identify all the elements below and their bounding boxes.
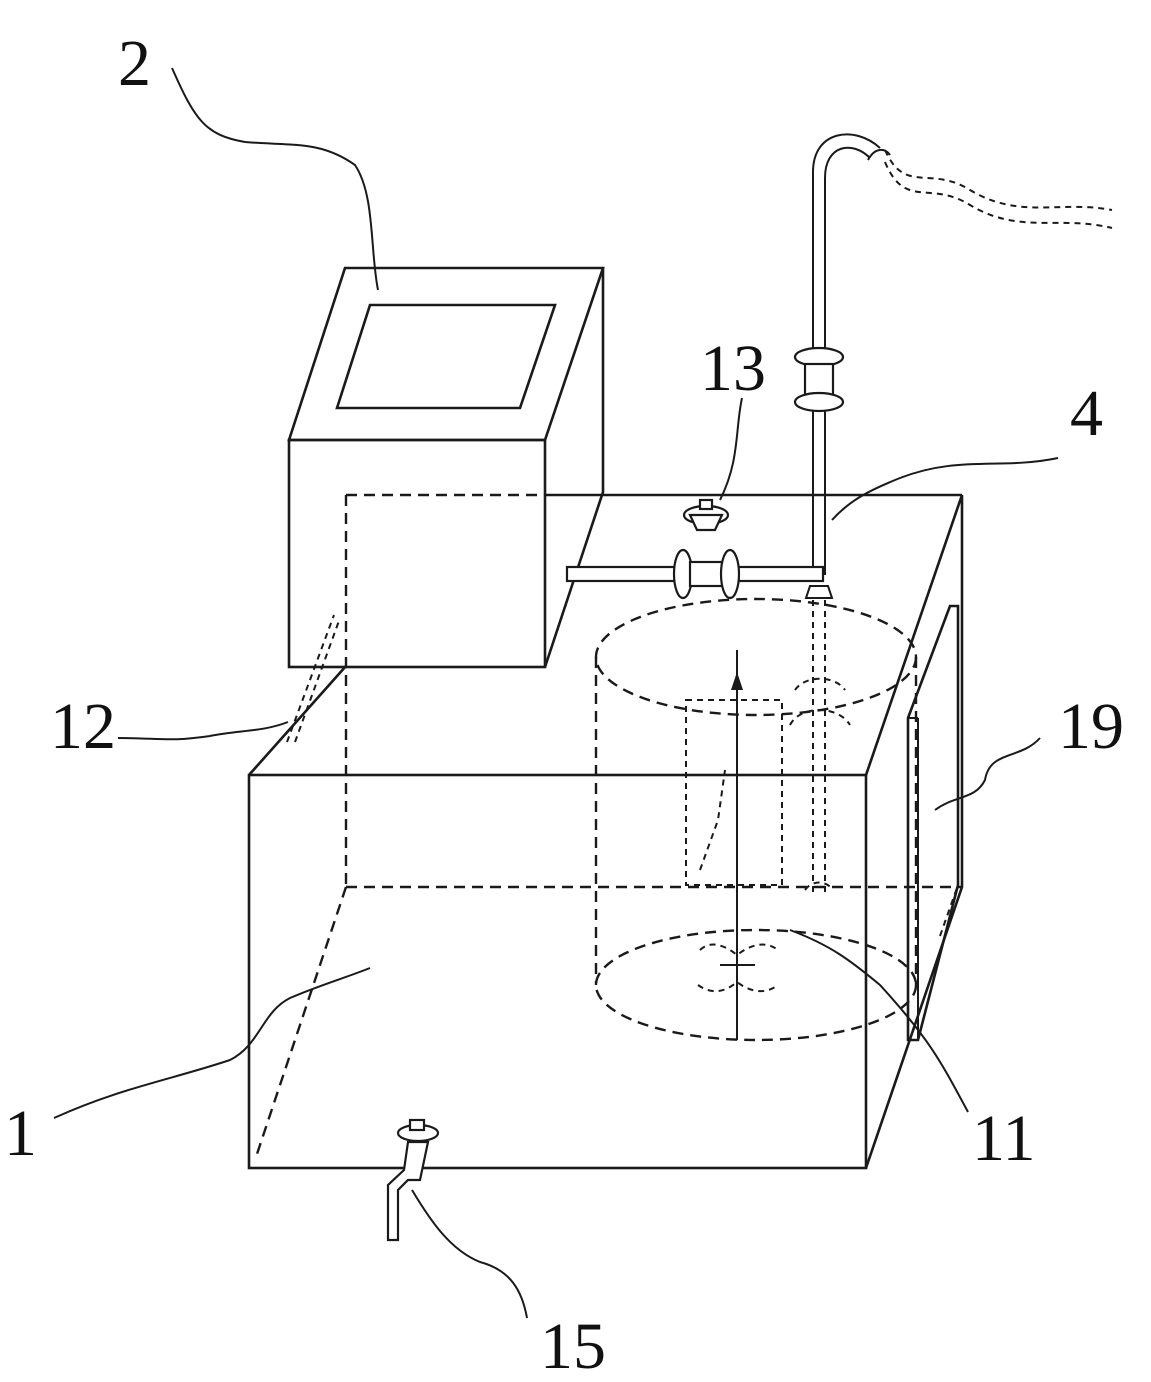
label-12: 12 [50, 690, 116, 763]
relief-valve-icon [682, 498, 730, 532]
label-15: 15 [540, 1310, 606, 1382]
control-box [287, 266, 605, 669]
pipe-icon [565, 133, 1113, 895]
impeller-icon [697, 943, 779, 1000]
label-1: 1 [4, 1097, 37, 1170]
reaction-vessel [594, 597, 918, 1042]
vent-strip [286, 614, 341, 743]
label-13: 13 [700, 332, 766, 405]
drain-tap-icon [386, 1118, 440, 1242]
label-19: 19 [1058, 690, 1124, 763]
display-screen [335, 303, 557, 410]
label-11: 11 [972, 1102, 1036, 1175]
reference-labels: 2 13 4 19 12 1 11 15 [4, 27, 1124, 1382]
main-tank [247, 493, 964, 1170]
leader-lines [53, 67, 1059, 1319]
label-4: 4 [1070, 377, 1103, 450]
label-2: 2 [118, 27, 151, 100]
valve-icon [672, 548, 741, 600]
valve-icon [793, 346, 845, 413]
side-door [906, 604, 960, 1042]
